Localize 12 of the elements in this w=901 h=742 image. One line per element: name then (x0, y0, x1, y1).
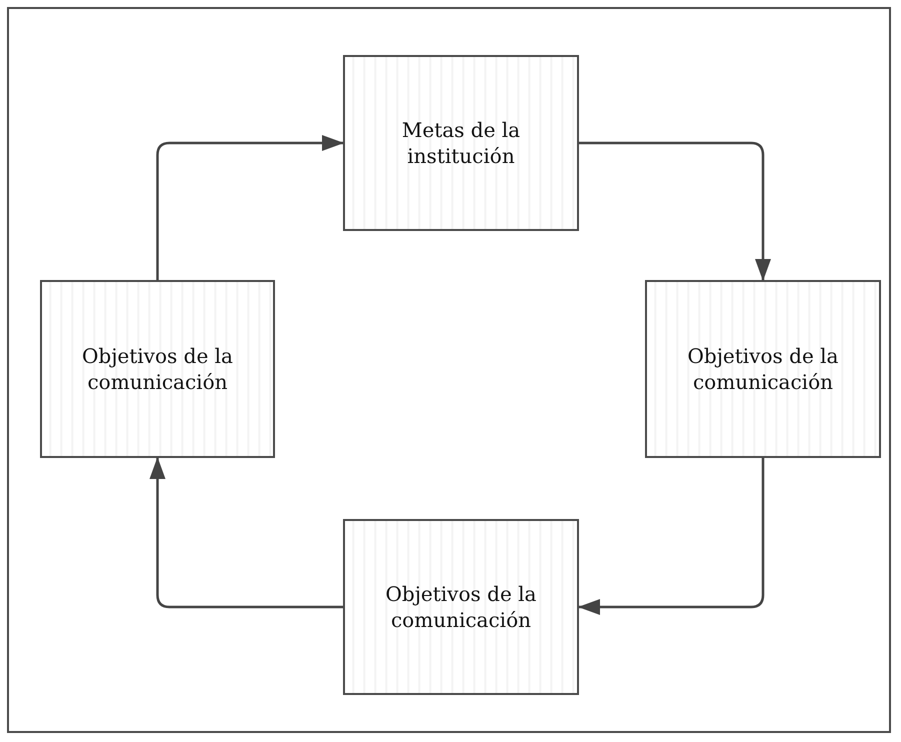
arrow (578, 458, 764, 615)
arrow (579, 142, 771, 281)
process-box (343, 55, 579, 231)
box-label: Objetivos de la comunicación (686, 343, 840, 395)
process-box (645, 280, 881, 458)
process-box (40, 280, 275, 458)
box-label: Metas de la institución (400, 117, 522, 169)
arrow (156, 135, 344, 280)
process-box (343, 519, 579, 695)
arrow (150, 457, 343, 608)
box-label: Objetivos de la comunicación (384, 581, 538, 633)
box-label: Objetivos de la comunicación (81, 343, 234, 395)
